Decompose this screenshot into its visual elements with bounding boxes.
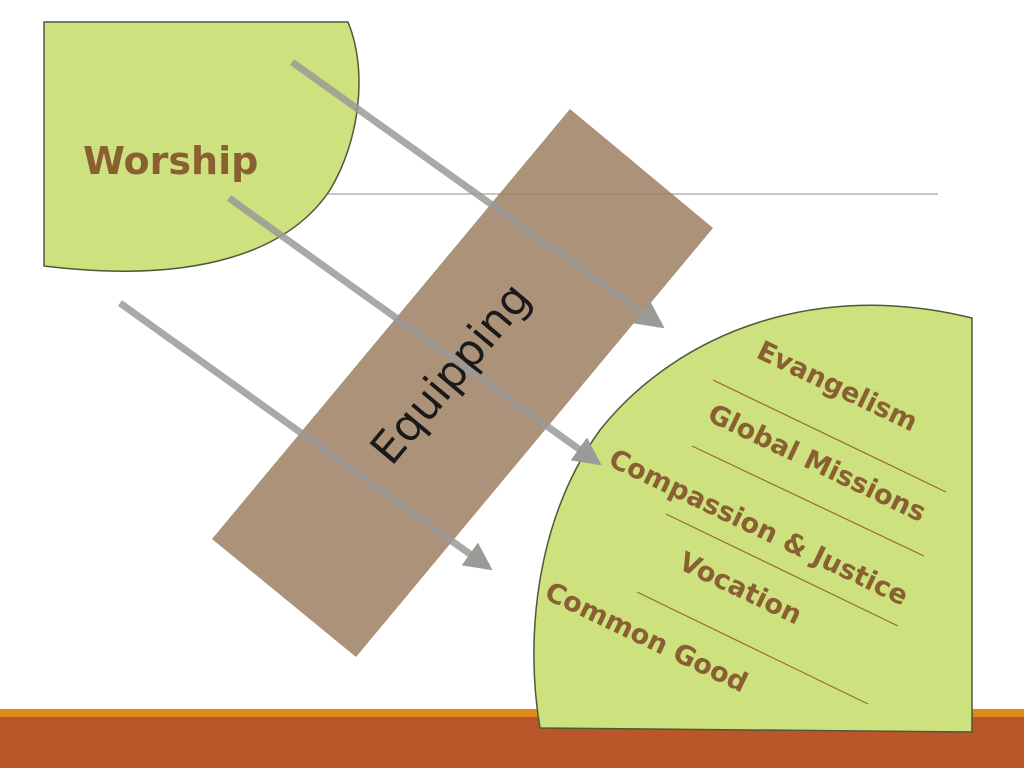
arrow-3: [117, 300, 493, 571]
footer-accent-bar: [0, 709, 1024, 717]
worship-shape: [43, 21, 360, 272]
mission-dividers: [636, 379, 947, 705]
equipping-band: [212, 109, 713, 657]
arrow-2: [226, 195, 602, 466]
arrow-1: [289, 59, 665, 329]
mission-shape: [533, 304, 973, 733]
flow-arrows: [117, 59, 665, 571]
worship-label: Worship: [83, 139, 258, 183]
